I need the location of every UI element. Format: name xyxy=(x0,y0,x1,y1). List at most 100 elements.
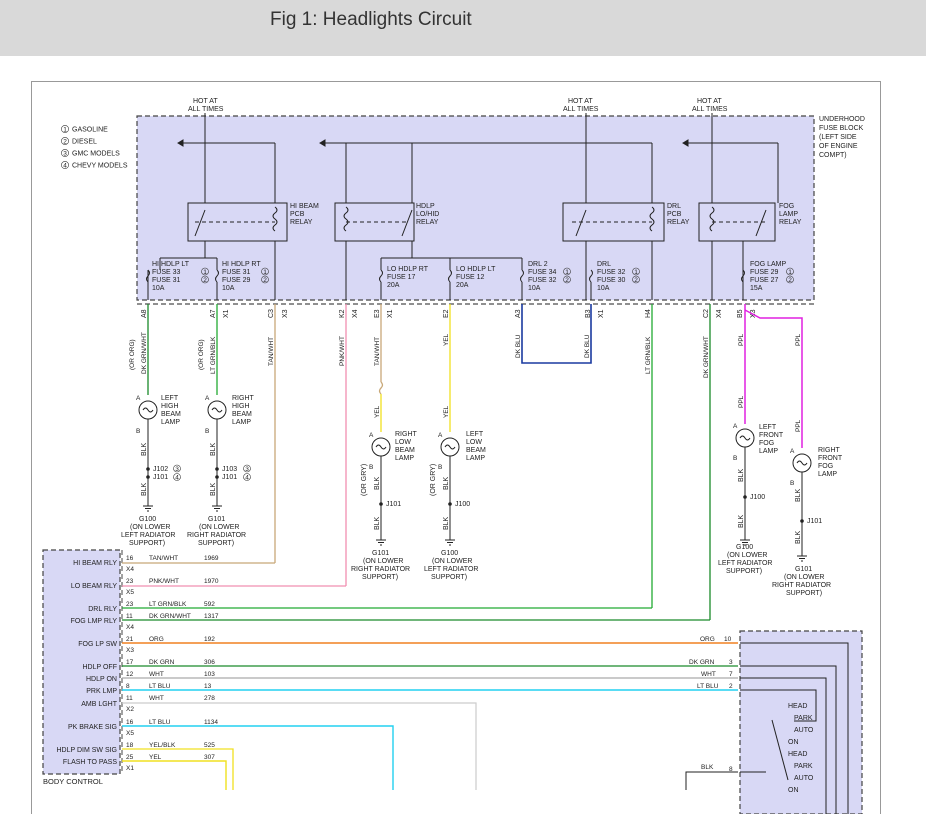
figure-title: Fig 1: Headlights Circuit xyxy=(270,9,472,30)
svg-text:LO HDLP RT: LO HDLP RT xyxy=(387,266,429,273)
svg-text:1: 1 xyxy=(263,269,267,276)
wire-hi-beam-relay-tan: TAN/WHT xyxy=(268,304,276,563)
svg-text:PRK LMP: PRK LMP xyxy=(86,688,117,695)
bcm-row-flash-to-pass: FLASH TO PASS 25 X1 YEL 307 xyxy=(63,754,227,790)
fuse-hi-hdlp-lt: HI HDLP LT FUSE 33 FUSE 31 10A 1 2 xyxy=(152,261,209,292)
svg-text:BLK: BLK xyxy=(738,468,745,482)
svg-text:DK GRN/WHT: DK GRN/WHT xyxy=(149,613,191,620)
svg-text:A: A xyxy=(733,423,738,430)
wire-lo-beam-relay-pink: PNK/WHT xyxy=(339,304,347,586)
svg-text:PNK/WHT: PNK/WHT xyxy=(339,336,346,366)
svg-text:BLK: BLK xyxy=(374,516,381,530)
bcm-row-hdlp-off: HDLP OFF 17 DK GRN 306 xyxy=(83,659,738,671)
ground-g100-left-high: G100 (ON LOWER LEFT RADIATOR SUPPORT) xyxy=(121,505,175,547)
svg-text:20A: 20A xyxy=(456,282,469,289)
svg-text:BEAM: BEAM xyxy=(395,447,415,454)
svg-text:1134: 1134 xyxy=(204,719,218,726)
svg-text:HI HDLP LT: HI HDLP LT xyxy=(152,261,190,268)
relay-fog-lamp: FOG LAMP RELAY xyxy=(698,202,802,242)
svg-text:SUPPORT): SUPPORT) xyxy=(362,574,398,581)
svg-text:3: 3 xyxy=(729,659,733,666)
legend: 1 GASOLINE 2 DIESEL 3 GMC MODELS 4 CHEVY… xyxy=(61,125,128,170)
svg-text:B5: B5 xyxy=(737,309,744,318)
svg-text:WHT: WHT xyxy=(701,671,716,678)
svg-text:YEL: YEL xyxy=(149,754,162,761)
svg-text:BEAM: BEAM xyxy=(466,447,486,454)
hot-label-3b: ALL TIMES xyxy=(692,106,728,113)
switch-positions: HEAD PARK AUTO ON HEAD PARK AUTO ON xyxy=(788,703,814,794)
svg-text:FOG LP SW: FOG LP SW xyxy=(78,641,117,648)
ground-wire-labels: BLK BLK BLK BLK (OR GRY) BLK BLK (OR GRY… xyxy=(141,442,802,544)
svg-text:BLK: BLK xyxy=(795,530,802,544)
svg-text:FOG LAMP: FOG LAMP xyxy=(750,261,787,268)
svg-text:A8: A8 xyxy=(141,309,148,318)
svg-text:E3: E3 xyxy=(374,309,381,318)
svg-text:RIGHT RADIATOR: RIGHT RADIATOR xyxy=(772,582,831,589)
bcm-row-lo-beam-rly: LO BEAM RLY 23 X5 PNK/WHT 1970 xyxy=(71,578,346,596)
svg-text:X1: X1 xyxy=(223,309,230,318)
svg-text:2: 2 xyxy=(788,277,792,284)
svg-text:HEAD: HEAD xyxy=(788,703,807,710)
svg-text:(OR ORG): (OR ORG) xyxy=(129,339,136,370)
svg-text:RELAY: RELAY xyxy=(779,219,802,226)
svg-text:YEL/BLK: YEL/BLK xyxy=(149,742,176,749)
headlamp-switch xyxy=(739,630,863,814)
lamp-left-high-beam: A B LEFT HIGH BEAM LAMP xyxy=(136,395,181,435)
svg-text:HI BEAM RLY: HI BEAM RLY xyxy=(73,560,117,567)
svg-text:X2: X2 xyxy=(126,706,134,713)
relay-hi-beam: HI BEAM PCB RELAY xyxy=(187,202,319,242)
svg-text:RIGHT: RIGHT xyxy=(395,431,418,438)
svg-text:(OR GRY): (OR GRY) xyxy=(430,464,437,496)
svg-text:HIGH: HIGH xyxy=(232,403,250,410)
svg-text:B: B xyxy=(733,455,737,462)
splice-j102-j101: J102 J101 3 4 xyxy=(146,464,181,481)
svg-text:X1: X1 xyxy=(387,309,394,318)
svg-text:20A: 20A xyxy=(387,282,400,289)
svg-text:LEFT RADIATOR: LEFT RADIATOR xyxy=(121,532,175,539)
svg-text:FOG: FOG xyxy=(779,203,794,210)
svg-text:11: 11 xyxy=(126,613,133,620)
svg-text:525: 525 xyxy=(204,742,215,749)
fuse-drl: DRL FUSE 32 FUSE 30 10A 1 2 xyxy=(597,261,640,292)
svg-text:(OR ORG): (OR ORG) xyxy=(198,339,205,370)
svg-text:J102: J102 xyxy=(153,466,168,473)
svg-text:LAMP: LAMP xyxy=(818,471,837,478)
legend-item-gmc: 3 GMC MODELS xyxy=(61,149,120,158)
svg-text:(ON LOWER: (ON LOWER xyxy=(363,558,403,565)
hot-label-2a: HOT AT xyxy=(568,98,593,105)
svg-text:B: B xyxy=(205,428,209,435)
svg-text:PPL: PPL xyxy=(738,333,745,346)
legend-num: 3 xyxy=(63,150,67,157)
svg-text:YEL: YEL xyxy=(374,405,381,418)
svg-text:BLK: BLK xyxy=(795,488,802,502)
svg-text:X1: X1 xyxy=(598,309,605,318)
wire-fog-lamp-purple: PPL PPL PPL PPL xyxy=(738,304,803,448)
svg-text:LAMP: LAMP xyxy=(161,419,180,426)
legend-num: 4 xyxy=(63,162,67,169)
underhood-fuse-block xyxy=(136,115,815,301)
svg-text:PK BRAKE SIG: PK BRAKE SIG xyxy=(68,724,117,731)
svg-text:8: 8 xyxy=(126,683,130,690)
schematic-frame xyxy=(31,81,881,814)
svg-text:10: 10 xyxy=(724,636,732,643)
wire-drl-dk-blu-loop: DK BLU DK BLU xyxy=(515,304,592,364)
hot-label-3a: HOT AT xyxy=(697,98,722,105)
svg-text:2: 2 xyxy=(729,683,733,690)
svg-text:DRL 2: DRL 2 xyxy=(528,261,548,268)
svg-text:A: A xyxy=(438,432,443,439)
splice-j101-right-low: J101 xyxy=(379,501,401,508)
svg-text:COMPT): COMPT) xyxy=(819,152,847,159)
ground-g101-right-low: G101 (ON LOWER RIGHT RADIATOR SUPPORT) xyxy=(351,539,410,581)
svg-text:B3: B3 xyxy=(585,309,592,318)
svg-text:A7: A7 xyxy=(210,309,217,318)
svg-text:1969: 1969 xyxy=(204,555,219,562)
svg-text:LT BLU: LT BLU xyxy=(149,683,171,690)
svg-text:BLK: BLK xyxy=(374,476,381,490)
wire-right-high-beam: (OR ORG) LT GRN/BLK xyxy=(198,304,218,395)
svg-text:HDLP OFF: HDLP OFF xyxy=(83,664,118,671)
figure-header: Fig 1: Headlights Circuit xyxy=(0,0,926,56)
svg-text:A: A xyxy=(136,395,141,402)
svg-text:C3: C3 xyxy=(268,309,275,318)
svg-text:BLK: BLK xyxy=(210,482,217,496)
svg-text:RIGHT: RIGHT xyxy=(232,395,255,402)
